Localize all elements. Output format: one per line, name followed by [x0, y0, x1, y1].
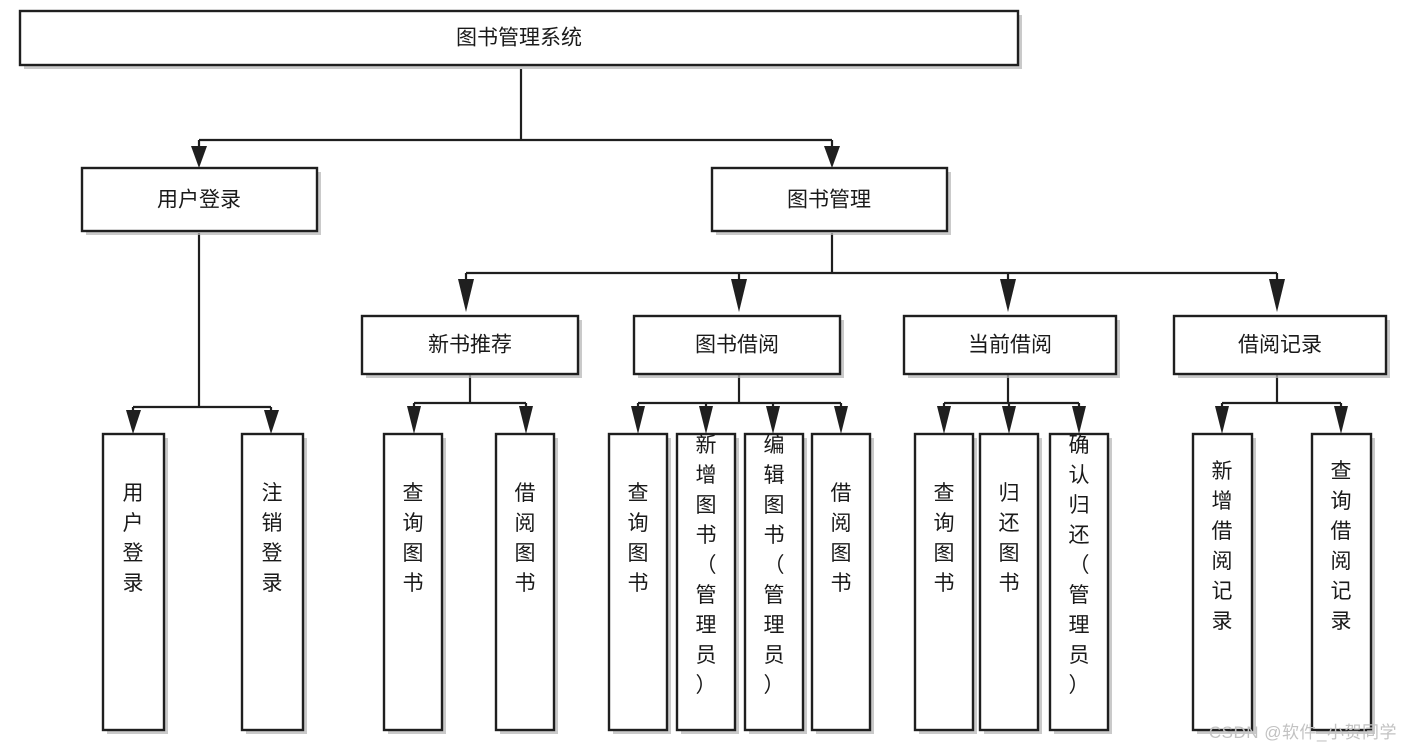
- arrow-to-leaf-confirm-return: [1072, 406, 1086, 434]
- node-new-book-rec-box: [360, 314, 580, 376]
- node-book-manage[interactable]: 图书管理: [710, 166, 951, 235]
- arrow-to-leaf-edit-book: [766, 406, 780, 434]
- arrow-root-to-user-login: [191, 146, 207, 168]
- node-new-book-rec[interactable]: 新书推荐: [360, 314, 582, 378]
- node-root[interactable]: 图书管理系统: [18, 9, 1022, 69]
- node-leaf-user-login[interactable]: 用户登录: [101, 432, 168, 734]
- node-leaf-query-record-box: [1310, 432, 1373, 732]
- node-leaf-query-book-2-label: 查询图书: [628, 482, 649, 595]
- node-root-box: [18, 9, 1020, 67]
- node-leaf-edit-book[interactable]: 编辑图书（管理员）: [743, 432, 807, 734]
- edge-group-book-borrow: [631, 375, 848, 434]
- arrow-to-leaf-add-book: [699, 406, 713, 434]
- node-leaf-query-book-3-label: 查询图书: [934, 482, 955, 595]
- arrow-to-book-borrow: [731, 279, 747, 312]
- edge-group-user-login: [126, 233, 279, 434]
- node-leaf-add-record-label: 新增借阅记录: [1212, 460, 1233, 633]
- node-leaf-edit-book-label: 编辑图书（管理员）: [764, 434, 785, 697]
- node-user-login-label: 用户登录: [157, 189, 241, 212]
- arrow-to-current-borrow: [1000, 279, 1016, 312]
- node-root-label: 图书管理系统: [456, 27, 582, 50]
- node-current-borrow[interactable]: 当前借阅: [902, 314, 1120, 378]
- node-leaf-query-book-3-box: [913, 432, 975, 732]
- node-book-manage-box: [710, 166, 949, 233]
- node-leaf-return-book-label: 归还图书: [999, 482, 1020, 595]
- node-current-borrow-label: 当前借阅: [968, 334, 1052, 357]
- node-leaf-logout[interactable]: 注销登录: [240, 432, 307, 734]
- node-leaf-query-record[interactable]: 查询借阅记录: [1310, 432, 1375, 734]
- arrow-to-leaf-borrow-book-2: [834, 406, 848, 434]
- edge-group-book-manage: [458, 233, 1285, 312]
- node-leaf-add-record-box: [1191, 432, 1254, 732]
- arrow-to-leaf-add-record: [1215, 406, 1229, 434]
- arrow-to-leaf-query-book-3: [937, 406, 951, 434]
- node-new-book-rec-label: 新书推荐: [428, 334, 512, 357]
- edge-group-root: [191, 69, 840, 168]
- node-book-borrow-box: [632, 314, 842, 376]
- node-leaf-query-book-1-box: [382, 432, 444, 732]
- arrow-to-leaf-query-record: [1334, 406, 1348, 434]
- node-leaf-user-login-box: [101, 432, 166, 732]
- node-leaf-return-book-box: [978, 432, 1040, 732]
- arrow-to-leaf-query-book-1: [407, 406, 421, 434]
- node-leaf-add-book[interactable]: 新增图书（管理员）: [675, 432, 739, 734]
- node-leaf-add-book-box: [675, 432, 737, 732]
- node-leaf-logout-label: 注销登录: [262, 482, 283, 595]
- node-user-login[interactable]: 用户登录: [80, 166, 321, 235]
- node-leaf-query-book-1-label: 查询图书: [403, 482, 424, 595]
- arrow-to-leaf-query-book-2: [631, 406, 645, 434]
- node-leaf-borrow-book-1-box: [494, 432, 556, 732]
- node-leaf-add-record[interactable]: 新增借阅记录: [1191, 432, 1256, 734]
- node-leaf-add-book-label: 新增图书（管理员）: [696, 434, 717, 697]
- node-leaf-confirm-return[interactable]: 确认归还（管理员）: [1048, 432, 1112, 734]
- node-book-manage-label: 图书管理: [787, 189, 871, 212]
- arrow-root-to-book-manage: [824, 146, 840, 168]
- arrow-to-leaf-borrow-book-1: [519, 406, 533, 434]
- node-leaf-user-login-label: 用户登录: [123, 482, 144, 595]
- arrow-to-new-book-rec: [458, 279, 474, 312]
- node-book-borrow-label: 图书借阅: [695, 334, 779, 357]
- node-book-borrow[interactable]: 图书借阅: [632, 314, 844, 378]
- node-borrow-record[interactable]: 借阅记录: [1172, 314, 1390, 378]
- node-leaf-borrow-book-2-label: 借阅图书: [831, 482, 852, 595]
- node-leaf-borrow-book-2[interactable]: 借阅图书: [810, 432, 874, 734]
- node-leaf-confirm-return-box: [1048, 432, 1110, 732]
- node-leaf-query-record-label: 查询借阅记录: [1331, 460, 1352, 633]
- node-borrow-record-box: [1172, 314, 1388, 376]
- node-leaf-return-book[interactable]: 归还图书: [978, 432, 1042, 734]
- node-leaf-confirm-return-label: 确认归还（管理员）: [1069, 434, 1090, 697]
- node-leaf-borrow-book-1[interactable]: 借阅图书: [494, 432, 558, 734]
- node-leaf-borrow-book-2-box: [810, 432, 872, 732]
- arrow-to-leaf-logout: [264, 410, 279, 434]
- node-leaf-query-book-3[interactable]: 查询图书: [913, 432, 977, 734]
- arrow-to-borrow-record: [1269, 279, 1285, 312]
- arrow-to-leaf-return-book: [1002, 406, 1016, 434]
- node-leaf-logout-box: [240, 432, 305, 732]
- node-user-login-box: [80, 166, 319, 233]
- arrow-to-leaf-user-login: [126, 410, 141, 434]
- node-leaf-query-book-2-box: [607, 432, 669, 732]
- node-current-borrow-box: [902, 314, 1118, 376]
- node-leaf-edit-book-box: [743, 432, 805, 732]
- edge-group-current-borrow: [937, 375, 1086, 434]
- edge-group-borrow-record: [1215, 375, 1348, 434]
- node-leaf-query-book-2[interactable]: 查询图书: [607, 432, 671, 734]
- node-leaf-query-book-1[interactable]: 查询图书: [382, 432, 446, 734]
- node-leaf-borrow-book-1-label: 借阅图书: [515, 482, 536, 595]
- node-borrow-record-label: 借阅记录: [1238, 334, 1322, 357]
- edge-group-new-book-rec: [407, 375, 533, 434]
